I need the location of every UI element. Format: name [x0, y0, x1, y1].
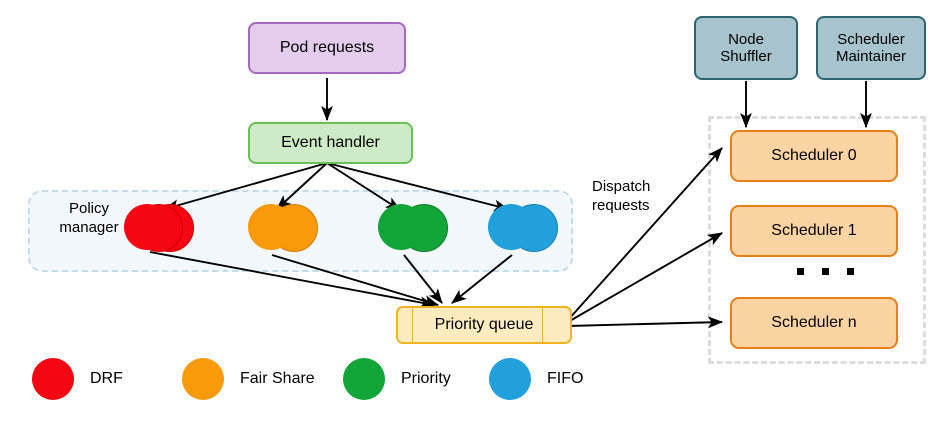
scheduler-1-box[interactable]: Scheduler 1 — [730, 205, 898, 257]
event-handler-box[interactable]: Event handler — [248, 122, 413, 164]
legend-item-fifo: FIFO — [489, 358, 583, 400]
queue-divider-1 — [412, 308, 413, 342]
legend-label-fair-share: Fair Share — [240, 370, 315, 387]
scheduler-maintainer-box[interactable]: Scheduler Maintainer — [816, 16, 926, 80]
legend-swatch-priority — [343, 358, 385, 400]
legend-item-drf: DRF — [32, 358, 123, 400]
legend-label-fifo: FIFO — [547, 370, 584, 387]
pod-requests-box[interactable]: Pod requests — [248, 22, 406, 74]
scheduler-n-box[interactable]: Scheduler n — [730, 297, 898, 349]
legend-swatch-fair-share — [182, 358, 224, 400]
policy-stack-drf[interactable] — [124, 204, 202, 252]
legend-swatch-drf — [32, 358, 74, 400]
legend-item-fair-share: Fair Share — [182, 358, 315, 400]
legend-swatch-fifo — [489, 358, 531, 400]
legend-item-priority: Priority — [343, 358, 451, 400]
policy-circle-fifo-front — [488, 204, 534, 250]
policy-circle-drf-front — [124, 204, 170, 250]
legend-label-drf: DRF — [90, 370, 123, 387]
policy-stack-priority[interactable] — [378, 204, 456, 252]
policy-stack-fair-share[interactable] — [248, 204, 326, 252]
queue-divider-2 — [542, 308, 543, 342]
policy-circle-priority-front — [378, 204, 424, 250]
policy-manager-label: Policy manager — [59, 200, 119, 236]
scheduler-0-box[interactable]: Scheduler 0 — [730, 130, 898, 182]
policy-stack-fifo[interactable] — [488, 204, 566, 252]
policy-circle-fair-share-front — [248, 204, 294, 250]
priority-queue-box[interactable]: Priority queue — [396, 306, 572, 344]
scheduler-ellipsis — [797, 268, 854, 275]
ellipsis-dot-1 — [797, 268, 804, 275]
legend-label-priority: Priority — [401, 370, 451, 387]
priority-queue-label: Priority queue — [434, 315, 534, 333]
dispatch-requests-label: Dispatch requests — [592, 178, 651, 214]
ellipsis-dot-2 — [822, 268, 829, 275]
ellipsis-dot-3 — [847, 268, 854, 275]
node-shuffler-box[interactable]: Node Shuffler — [694, 16, 798, 80]
